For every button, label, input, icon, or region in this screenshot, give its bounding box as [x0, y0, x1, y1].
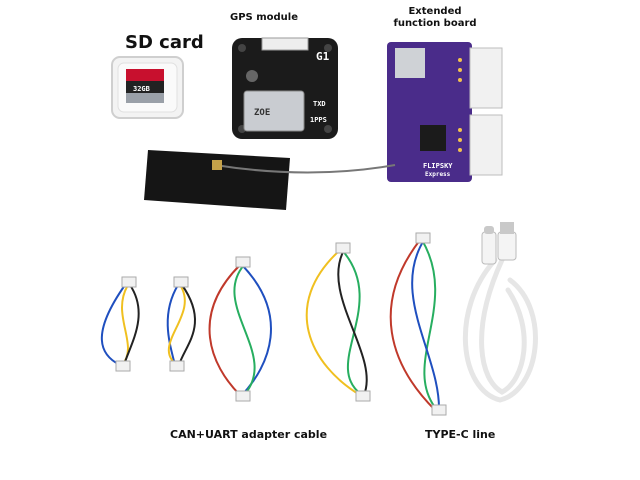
gps-txd-marking: TXD	[313, 100, 326, 108]
can-uart-cables	[90, 225, 450, 420]
board-brand-marking: FLIPSKY	[423, 162, 453, 170]
sd-card-label: SD card	[125, 32, 204, 53]
extended-board-label: Extended function board	[380, 6, 490, 30]
gps-g1-marking: G1	[316, 50, 330, 63]
board-sub-marking: Express	[425, 171, 451, 178]
flex-antenna	[140, 140, 400, 215]
gps-module: G1 ZOE TXD 1PPS	[230, 36, 340, 141]
sd-capacity: 32GB	[133, 85, 150, 93]
gps-module-label: GPS module	[230, 12, 298, 23]
typec-cable	[440, 220, 560, 420]
extended-board-label-line2: function board	[393, 18, 477, 29]
sd-card: 32GB	[110, 55, 185, 120]
extended-function-board: FLIPSKY Express	[385, 40, 505, 185]
gps-chip-marking: ZOE	[254, 108, 271, 118]
typec-line-label: TYPE-C line	[425, 428, 496, 441]
gps-1pps-marking: 1PPS	[310, 116, 327, 124]
extended-board-label-line1: Extended	[408, 6, 462, 17]
product-photo: SD card GPS module Extended function boa…	[80, 0, 560, 480]
can-uart-cable-label: CAN+UART adapter cable	[170, 428, 328, 441]
